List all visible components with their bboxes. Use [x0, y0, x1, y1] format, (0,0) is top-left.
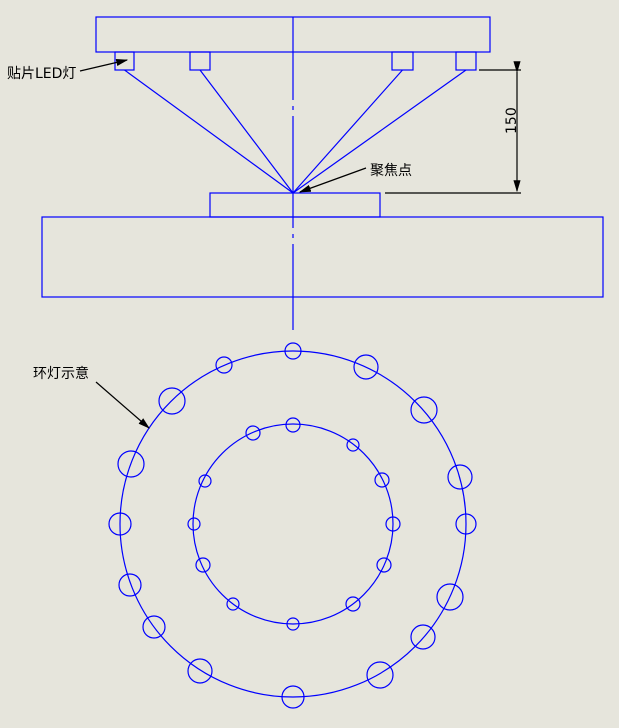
focus-leader [298, 167, 367, 193]
outer-ring-led [117, 450, 145, 478]
led-group [114, 51, 477, 71]
focus-label: 聚焦点 [370, 163, 412, 179]
inner-ring-led [345, 596, 361, 612]
inner-ring-led [346, 438, 360, 452]
inner-ring-led [195, 557, 211, 573]
outer-ring-led [118, 573, 142, 597]
light-ray [292, 69, 403, 194]
inner-ring-led [245, 425, 261, 441]
ring-led-group [108, 342, 477, 709]
target-block [209, 192, 381, 218]
led-label: 贴片LED灯 [7, 66, 76, 82]
led-leader [79, 58, 129, 72]
smd-led [391, 51, 414, 71]
outer-ring-led [366, 661, 394, 689]
outer-ring-led [353, 354, 379, 380]
outer-ring-led [281, 685, 305, 709]
inner-ring-led [226, 597, 240, 611]
inner-ring [192, 423, 394, 625]
outer-ring-led [436, 583, 464, 611]
outer-ring-led [187, 658, 213, 684]
inner-ring-led [285, 417, 301, 433]
smd-led [455, 51, 477, 71]
smd-led [189, 51, 211, 71]
outer-ring-led [215, 356, 233, 374]
base-plate [41, 216, 604, 298]
outer-ring-led [410, 624, 436, 650]
outer-ring-led [447, 464, 473, 490]
outer-ring-led [108, 512, 132, 536]
light-ray [292, 69, 467, 194]
light-ray [199, 69, 294, 194]
outer-ring-led [455, 513, 477, 535]
ring-leader [95, 381, 150, 429]
outer-ring-led [410, 396, 438, 424]
light-ray [124, 69, 294, 194]
inner-ring-led [376, 557, 392, 573]
outer-ring-led [158, 387, 186, 415]
inner-ring-led [198, 474, 212, 488]
outer-ring-led [142, 615, 166, 639]
outer-ring [119, 350, 467, 698]
dimension-value: 150 [504, 107, 520, 134]
ring-label: 环灯示意 [33, 365, 89, 382]
inner-ring-led [286, 617, 300, 631]
outer-ring-led [284, 342, 302, 360]
inner-ring-led [385, 516, 401, 532]
inner-ring-led [187, 517, 201, 531]
ray-group [124, 69, 467, 194]
inner-ring-led [374, 472, 390, 488]
